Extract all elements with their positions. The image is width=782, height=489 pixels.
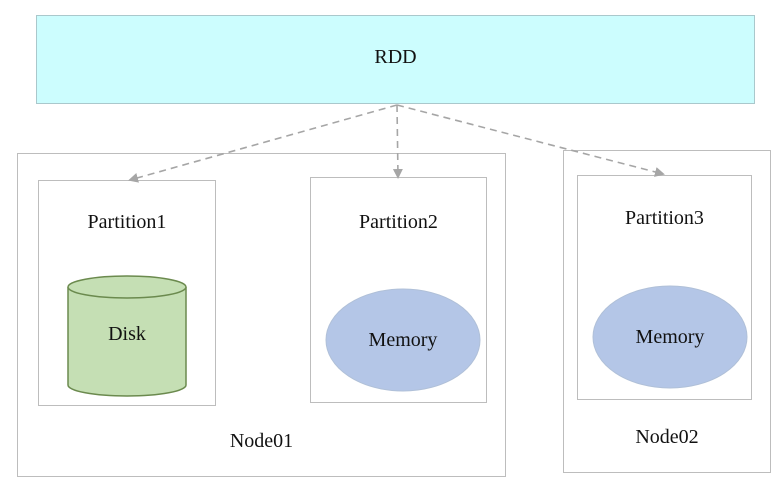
edge-rdd-partition1 (128, 104, 398, 183)
memory-label-partition2: Memory (368, 329, 438, 351)
rdd-label: RDD (374, 46, 417, 68)
node02-label: Node02 (635, 426, 699, 448)
memory-label-partition3: Memory (635, 326, 705, 348)
rdd-box (36, 15, 755, 104)
memory-ellipse-partition2 (325, 288, 481, 392)
edge-rdd-partition3 (396, 104, 665, 177)
partition3-label: Partition3 (625, 207, 704, 229)
edge-rdd-partition2 (392, 104, 403, 179)
disk-label: Disk (108, 323, 146, 345)
node01-label: Node01 (229, 430, 294, 452)
disk-cylinder-icon (67, 275, 187, 397)
memory-ellipse-partition3 (592, 285, 748, 389)
node01-box (17, 153, 506, 477)
node02-box (563, 150, 771, 473)
partition2-label: Partition2 (359, 211, 438, 233)
partition1-label: Partition1 (87, 211, 167, 233)
partition1-box (38, 180, 216, 406)
